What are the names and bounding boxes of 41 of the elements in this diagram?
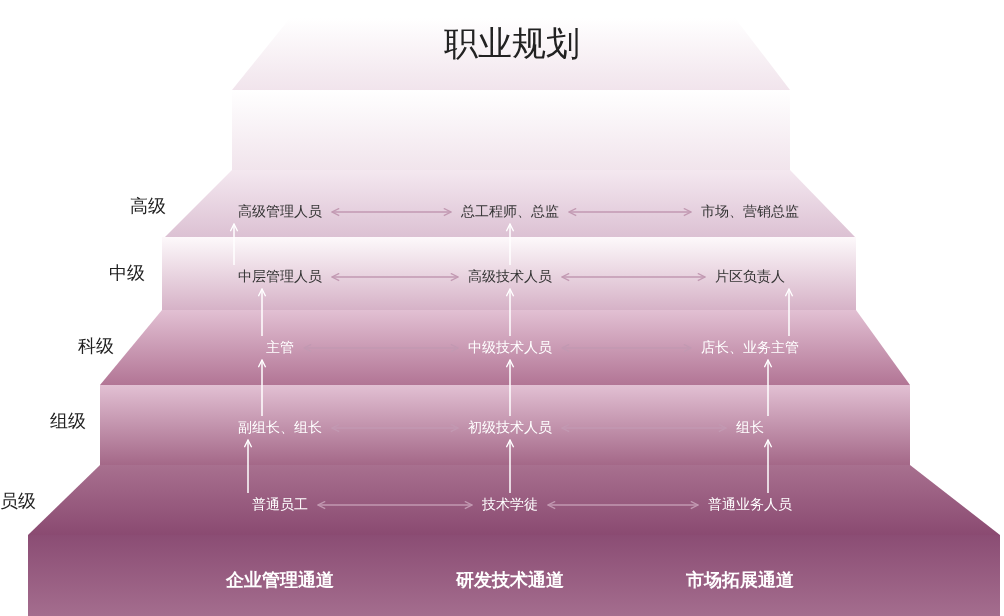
- role-label: 副组长、组长: [238, 419, 322, 437]
- channel-label: 企业管理通道: [226, 567, 334, 592]
- role-label: 中级技术人员: [468, 339, 552, 357]
- role-label: 普通员工: [252, 496, 308, 514]
- arrow: [331, 207, 452, 217]
- role-label: 市场、营销总监: [701, 203, 799, 221]
- arrow: [784, 288, 794, 337]
- arrow: [257, 288, 267, 337]
- role-label: 普通业务人员: [708, 496, 792, 514]
- role-label: 片区负责人: [715, 268, 785, 286]
- role-label: 组长: [736, 419, 764, 437]
- role-label: 主管: [266, 339, 294, 357]
- channel-label: 市场拓展通道: [686, 567, 794, 592]
- role-label: 总工程师、总监: [461, 203, 559, 221]
- arrow: [257, 359, 267, 417]
- arrow: [763, 359, 773, 417]
- level-label: 高级: [130, 194, 166, 218]
- arrow: [763, 439, 773, 494]
- arrow: [243, 439, 253, 494]
- arrow: [505, 359, 515, 417]
- arrow: [331, 272, 459, 282]
- arrow: [505, 288, 515, 337]
- role-label: 店长、业务主管: [701, 339, 799, 357]
- arrow: [505, 223, 515, 266]
- role-label: 初级技术人员: [468, 419, 552, 437]
- arrow: [505, 439, 515, 494]
- role-label: 高级管理人员: [238, 203, 322, 221]
- role-label: 高级技术人员: [468, 268, 552, 286]
- role-label: 中层管理人员: [238, 268, 322, 286]
- level-label: 员级: [0, 489, 36, 513]
- level-label: 中级: [109, 261, 145, 285]
- channel-label: 研发技术通道: [456, 567, 564, 592]
- arrow: [317, 500, 473, 510]
- level-label: 组级: [50, 409, 86, 433]
- arrow: [561, 272, 706, 282]
- arrow: [568, 207, 692, 217]
- role-label: 技术学徒: [482, 496, 538, 514]
- page-title: 职业规划: [444, 22, 580, 65]
- level-label: 科级: [78, 334, 114, 358]
- arrow: [229, 223, 239, 266]
- arrow: [547, 500, 699, 510]
